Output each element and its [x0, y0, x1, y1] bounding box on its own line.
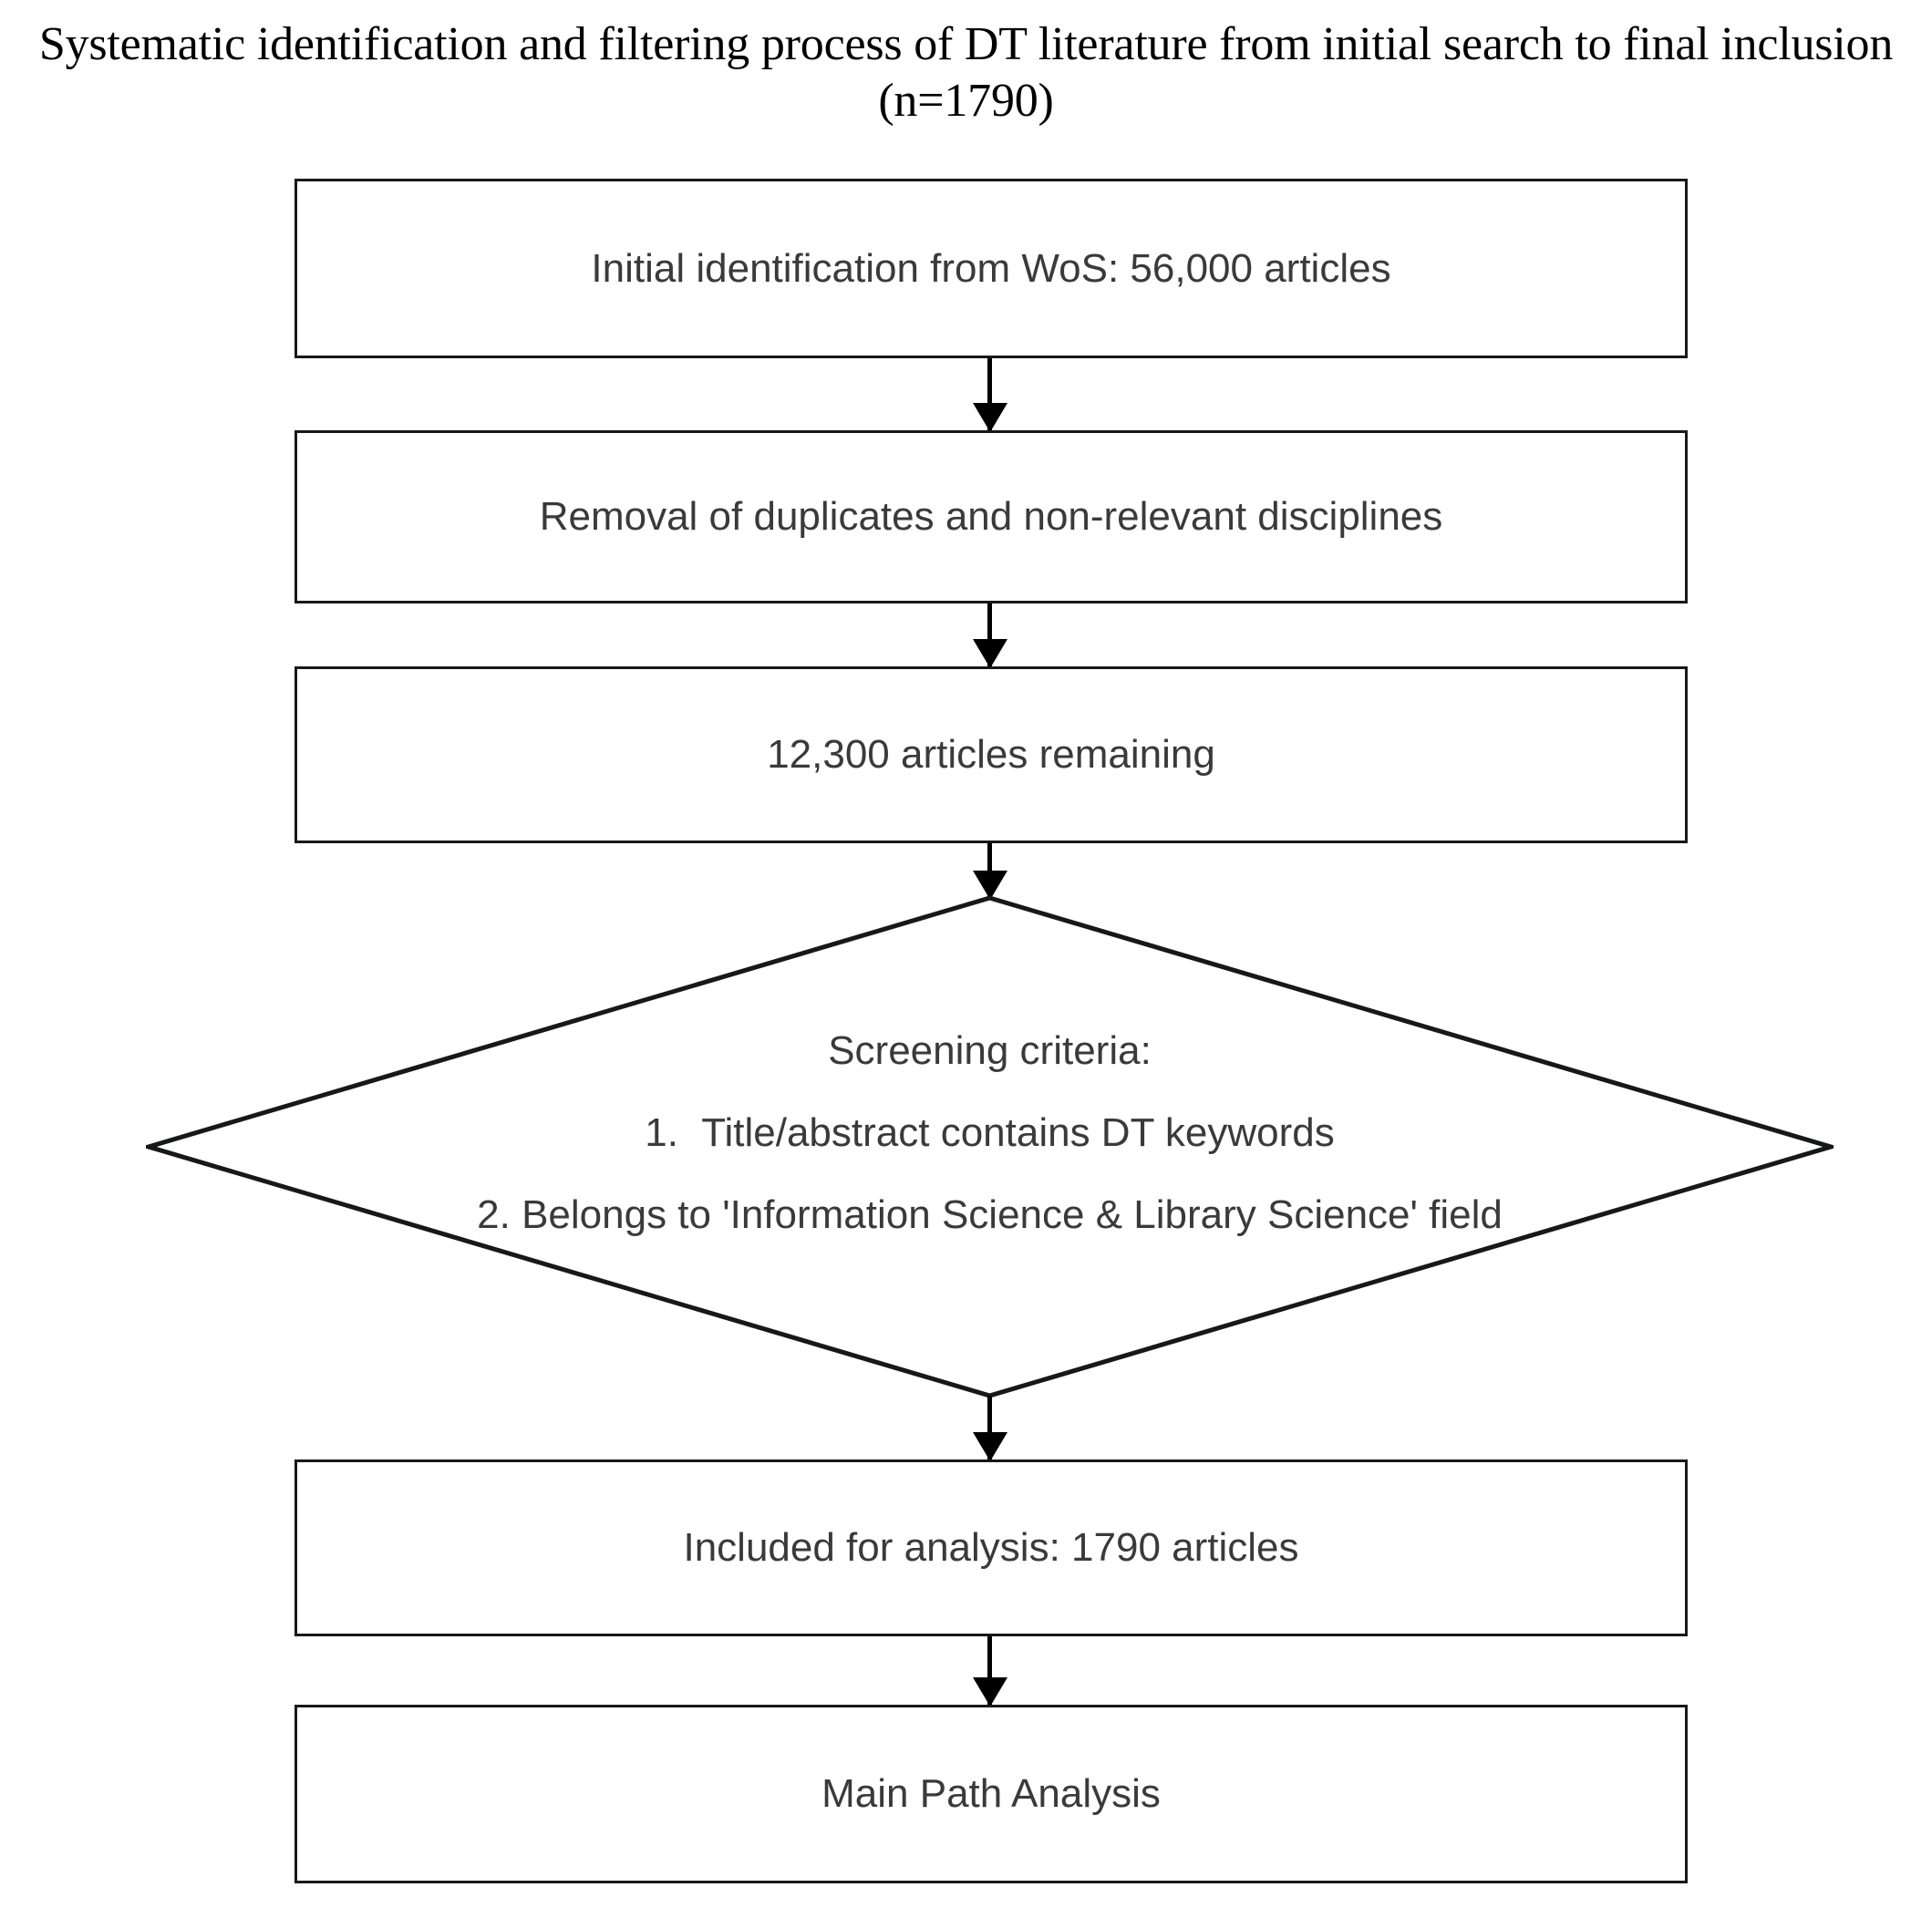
- decision-criterion-2-text: Belongs to 'Information Science & Librar…: [522, 1192, 1503, 1237]
- flow-node-label: 12,300 articles remaining: [767, 732, 1215, 777]
- arrow-removal-to-remaining-icon: [987, 603, 992, 666]
- flow-node-label: Removal of duplicates and non-relevant d…: [539, 494, 1443, 539]
- flow-node-initial-identification[interactable]: Initial identification from WoS: 56,000 …: [294, 179, 1688, 358]
- arrow-screening-to-included-icon: [987, 1396, 992, 1459]
- flow-node-screening-criteria[interactable]: Screening criteria: 1. Title/abstract con…: [146, 1010, 1834, 1256]
- flow-node-label: Included for analysis: 1790 articles: [683, 1525, 1299, 1570]
- decision-heading: Screening criteria:: [828, 1028, 1152, 1073]
- decision-criterion-1: 1. Title/abstract contains DT keywords: [146, 1092, 1834, 1174]
- flow-node-removal-duplicates[interactable]: Removal of duplicates and non-relevant d…: [294, 430, 1688, 603]
- flow-node-main-path-analysis[interactable]: Main Path Analysis: [294, 1705, 1688, 1883]
- flow-node-included-for-analysis[interactable]: Included for analysis: 1790 articles: [294, 1459, 1688, 1636]
- flow-node-label: Initial identification from WoS: 56,000 …: [591, 245, 1391, 291]
- decision-criterion-2: 2. Belongs to 'Information Science & Lib…: [146, 1174, 1834, 1256]
- decision-criterion-1-text: Title/abstract contains DT keywords: [701, 1110, 1335, 1155]
- flow-node-articles-remaining[interactable]: 12,300 articles remaining: [294, 666, 1688, 843]
- decision-criterion-2-number: 2.: [477, 1192, 511, 1237]
- arrow-included-to-mainpath-icon: [987, 1636, 992, 1705]
- arrow-remaining-to-screening-icon: [987, 843, 992, 898]
- flow-node-label: Main Path Analysis: [821, 1771, 1161, 1816]
- arrow-initial-to-removal-icon: [987, 358, 992, 430]
- page-title: Systematic identification and filtering …: [38, 18, 1894, 127]
- decision-criterion-1-number: 1.: [645, 1110, 678, 1155]
